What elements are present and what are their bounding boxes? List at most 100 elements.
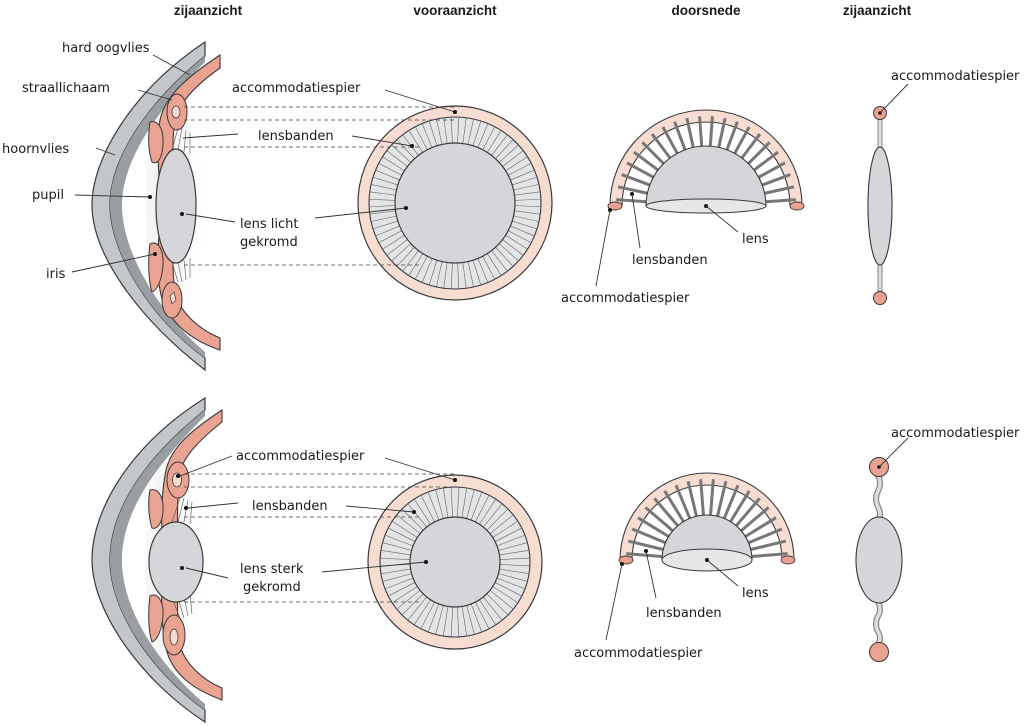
lensband-spoke	[369, 191, 396, 196]
lensband-spoke	[698, 116, 704, 147]
lensband-spoke	[391, 243, 411, 262]
lensband-spoke	[435, 489, 444, 519]
lensband-spoke	[457, 117, 460, 144]
label-front-lens-bottom-1: lens sterk	[240, 562, 304, 577]
lensband-spoke	[384, 577, 414, 590]
lensband-spoke	[513, 215, 540, 222]
lensband-spoke	[479, 498, 497, 525]
label-right-accommodatiespier-top: accommodatiespier	[891, 69, 1020, 84]
lensband-spoke	[391, 520, 418, 538]
lensband-spoke	[508, 230, 532, 243]
lensband-spoke	[512, 176, 538, 186]
header-side-view-right: zijaanzicht	[843, 3, 912, 18]
label-front-lens-top-1: lens licht	[240, 217, 298, 232]
lensband-spoke	[486, 253, 502, 276]
lensband-spoke	[421, 258, 433, 283]
lensband-spoke	[663, 490, 685, 523]
lensband-spoke	[428, 260, 438, 286]
lensband-spoke	[396, 514, 421, 534]
lensband-spoke	[499, 243, 519, 262]
label-right-accommodatiespier-bottom: accommodatiespier	[891, 426, 1020, 441]
lensband-spoke	[427, 491, 440, 521]
lensband-spoke	[450, 487, 453, 518]
label-hard-oogvlies: hard oogvlies	[62, 41, 150, 56]
lensband-spoke	[479, 599, 497, 626]
lensband-spoke	[483, 596, 503, 621]
lensband-spoke	[401, 508, 424, 531]
lensband-spoke	[512, 220, 538, 230]
lensband-spoke	[386, 150, 408, 167]
lensband-spoke	[443, 262, 448, 289]
lensband-spoke	[722, 484, 740, 519]
lensband-spoke	[709, 479, 715, 516]
lensband-spoke	[370, 184, 397, 191]
lensband-spoke	[495, 247, 514, 267]
lensband-spoke	[475, 601, 490, 629]
front-view-accommodated	[367, 474, 543, 650]
lensband-spoke	[388, 582, 416, 597]
lensband-spoke	[757, 161, 786, 179]
lensband-spoke	[457, 606, 460, 637]
lensband-spoke	[626, 552, 663, 558]
lens-shape	[155, 148, 197, 264]
lensband-spoke	[391, 144, 411, 163]
lensband-spoke	[514, 210, 541, 215]
lensband-spoke	[457, 262, 460, 289]
lensband-spoke	[633, 150, 659, 172]
lensband-spoke	[380, 568, 411, 575]
lensband-spoke	[450, 262, 453, 289]
lensband-spoke	[499, 557, 530, 560]
lensband-spoke	[644, 506, 674, 532]
lensband-spoke	[637, 516, 670, 538]
lensband-spoke	[435, 605, 444, 635]
lensband-spoke	[510, 169, 535, 181]
lensband-spoke	[616, 198, 647, 204]
lensband-spoke	[499, 568, 530, 575]
label-straallichaam: straallichaam	[22, 81, 110, 96]
lensband-spoke	[733, 126, 751, 155]
lensband-spoke	[494, 582, 522, 597]
lensband-spoke	[740, 133, 762, 159]
lensband-spoke	[653, 497, 679, 527]
lensband-spoke	[378, 230, 402, 243]
lensband-spoke	[408, 130, 424, 153]
lensband-spoke	[442, 487, 449, 518]
lensband-spoke	[415, 256, 428, 280]
lensband-spoke	[369, 210, 396, 215]
lensband-spoke	[457, 487, 460, 518]
lensband-spoke	[415, 126, 428, 150]
lensband-spoke	[420, 601, 435, 629]
lensband-spoke	[477, 258, 489, 283]
lensband-spoke	[450, 117, 453, 144]
front-view-relaxed	[357, 105, 553, 301]
label-front-lens-top-2: gekromd	[240, 235, 298, 250]
lensband-spoke	[744, 516, 777, 538]
label-front-lensbanden-top: lensbanden	[258, 129, 334, 144]
label-front-lens-bottom-2: gekromd	[243, 580, 301, 595]
label-front-lensbanden-bottom: lensbanden	[252, 499, 328, 514]
lensband-spoke	[388, 527, 416, 542]
lensband-spoke	[716, 480, 728, 517]
lensband-spoke	[491, 134, 508, 156]
lensband-spoke	[708, 116, 714, 147]
lensband-spoke	[489, 590, 514, 610]
label-section-lens-top: lens	[742, 232, 769, 247]
lensband-spoke	[382, 156, 405, 172]
lensband-spoke	[748, 527, 783, 545]
lensband-spoke	[486, 130, 502, 153]
lensband-spoke	[505, 234, 528, 250]
lensband-spoke	[729, 490, 751, 523]
lensband-spoke	[369, 205, 396, 208]
lensband-spoke	[482, 126, 495, 150]
lensband-spoke	[514, 198, 541, 201]
lensband-spoke	[498, 542, 528, 551]
lensband-spoke	[396, 590, 421, 610]
lensband-spoke	[674, 484, 692, 519]
lensband-spoke	[420, 495, 435, 523]
lensband-spoke	[514, 205, 541, 208]
lensband-spoke	[491, 250, 508, 272]
label-section-lens-bottom: lens	[742, 586, 769, 601]
lensband-spoke	[369, 198, 396, 201]
lensband-spoke	[475, 495, 490, 523]
